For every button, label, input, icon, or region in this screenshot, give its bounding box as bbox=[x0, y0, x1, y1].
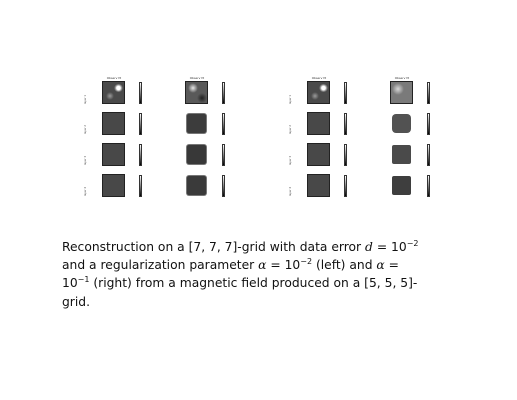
left-r1-recon-image bbox=[185, 81, 208, 104]
left-r4-field-image bbox=[102, 174, 125, 197]
right-r1-colorbar2 bbox=[427, 82, 430, 104]
right-r3-colorbar bbox=[344, 144, 347, 166]
caption-math-var: d bbox=[365, 240, 373, 254]
caption-text: = 10 bbox=[266, 258, 301, 273]
caption-text: Reconstruction on a [7, 7, 7]-grid with … bbox=[62, 240, 366, 254]
caption-text: = 10 bbox=[372, 240, 407, 254]
left-r3-colorbar2 bbox=[222, 144, 225, 166]
left-r4-colorbar2 bbox=[222, 175, 225, 197]
caption-exponent: −1 bbox=[77, 275, 90, 285]
right-figure-panel: Observ fd Observ fd layer 1 layer 2 laye… bbox=[289, 76, 451, 206]
left-r2-colorbar2 bbox=[222, 113, 225, 135]
left-r3-colorbar bbox=[139, 144, 142, 166]
left-r3-recon-image bbox=[185, 143, 208, 166]
left-row4-label: layer 4 bbox=[84, 187, 87, 196]
caption-text: = bbox=[384, 258, 399, 273]
left-r4-colorbar bbox=[139, 175, 142, 197]
caption-exponent: −2 bbox=[406, 238, 419, 248]
right-r1-recon-image bbox=[390, 81, 413, 104]
right-r3-field-image bbox=[307, 143, 330, 166]
right-r4-colorbar2 bbox=[427, 175, 430, 197]
caption-line-4: grid. bbox=[62, 293, 459, 311]
caption-text: grid. bbox=[62, 294, 90, 309]
caption-text: (left) and bbox=[312, 258, 377, 273]
right-row4-label: layer 4 bbox=[289, 187, 292, 196]
right-r2-colorbar2 bbox=[427, 113, 430, 135]
caption-text: (right) from a magnetic field produced o… bbox=[89, 276, 418, 291]
right-col2-title: Observ fd bbox=[394, 76, 410, 80]
figure-caption: Reconstruction on a [7, 7, 7]-grid with … bbox=[62, 238, 459, 311]
left-r1-field-image bbox=[102, 81, 125, 104]
right-row3-label: layer 3 bbox=[289, 156, 292, 165]
left-r2-colorbar bbox=[139, 113, 142, 135]
left-col1-title: Observ fd bbox=[106, 76, 122, 80]
right-r4-field-image bbox=[307, 174, 330, 197]
caption-line-2: and a regularization parameter α = 10−2 … bbox=[62, 256, 459, 274]
left-r1-colorbar2 bbox=[222, 82, 225, 104]
left-col2-title: Observ fd bbox=[189, 76, 205, 80]
left-r2-recon-image bbox=[185, 112, 208, 135]
caption-text: and a regularization parameter bbox=[62, 258, 259, 273]
right-r3-recon-image bbox=[390, 143, 413, 166]
right-r2-colorbar bbox=[344, 113, 347, 135]
caption-math-var: α bbox=[258, 258, 267, 273]
caption-math-var: α bbox=[376, 258, 385, 273]
left-r1-colorbar bbox=[139, 82, 142, 104]
left-row2-label: layer 2 bbox=[84, 125, 87, 134]
right-r4-recon-image bbox=[390, 174, 413, 197]
right-r2-field-image bbox=[307, 112, 330, 135]
left-r4-recon-image bbox=[185, 174, 208, 197]
right-row1-label: layer 1 bbox=[289, 95, 292, 104]
right-r1-colorbar bbox=[344, 82, 347, 104]
right-row2-label: layer 2 bbox=[289, 125, 292, 134]
left-r2-field-image bbox=[102, 112, 125, 135]
caption-line-1: Reconstruction on a [7, 7, 7]-grid with … bbox=[62, 238, 459, 256]
left-r3-field-image bbox=[102, 143, 125, 166]
caption-exponent: −2 bbox=[300, 257, 313, 267]
right-col1-title: Observ fd bbox=[311, 76, 327, 80]
left-row1-label: layer 1 bbox=[84, 95, 87, 104]
left-figure-panel: Observ fd Observ fd layer 1 layer 2 laye… bbox=[84, 76, 246, 206]
right-r3-colorbar2 bbox=[427, 144, 430, 166]
right-r2-recon-image bbox=[390, 112, 413, 135]
right-r4-colorbar bbox=[344, 175, 347, 197]
caption-text: 10 bbox=[62, 276, 78, 291]
caption-line-3: 10−1 (right) from a magnetic field produ… bbox=[62, 274, 459, 292]
right-r1-field-image bbox=[307, 81, 330, 104]
left-row3-label: layer 3 bbox=[84, 156, 87, 165]
